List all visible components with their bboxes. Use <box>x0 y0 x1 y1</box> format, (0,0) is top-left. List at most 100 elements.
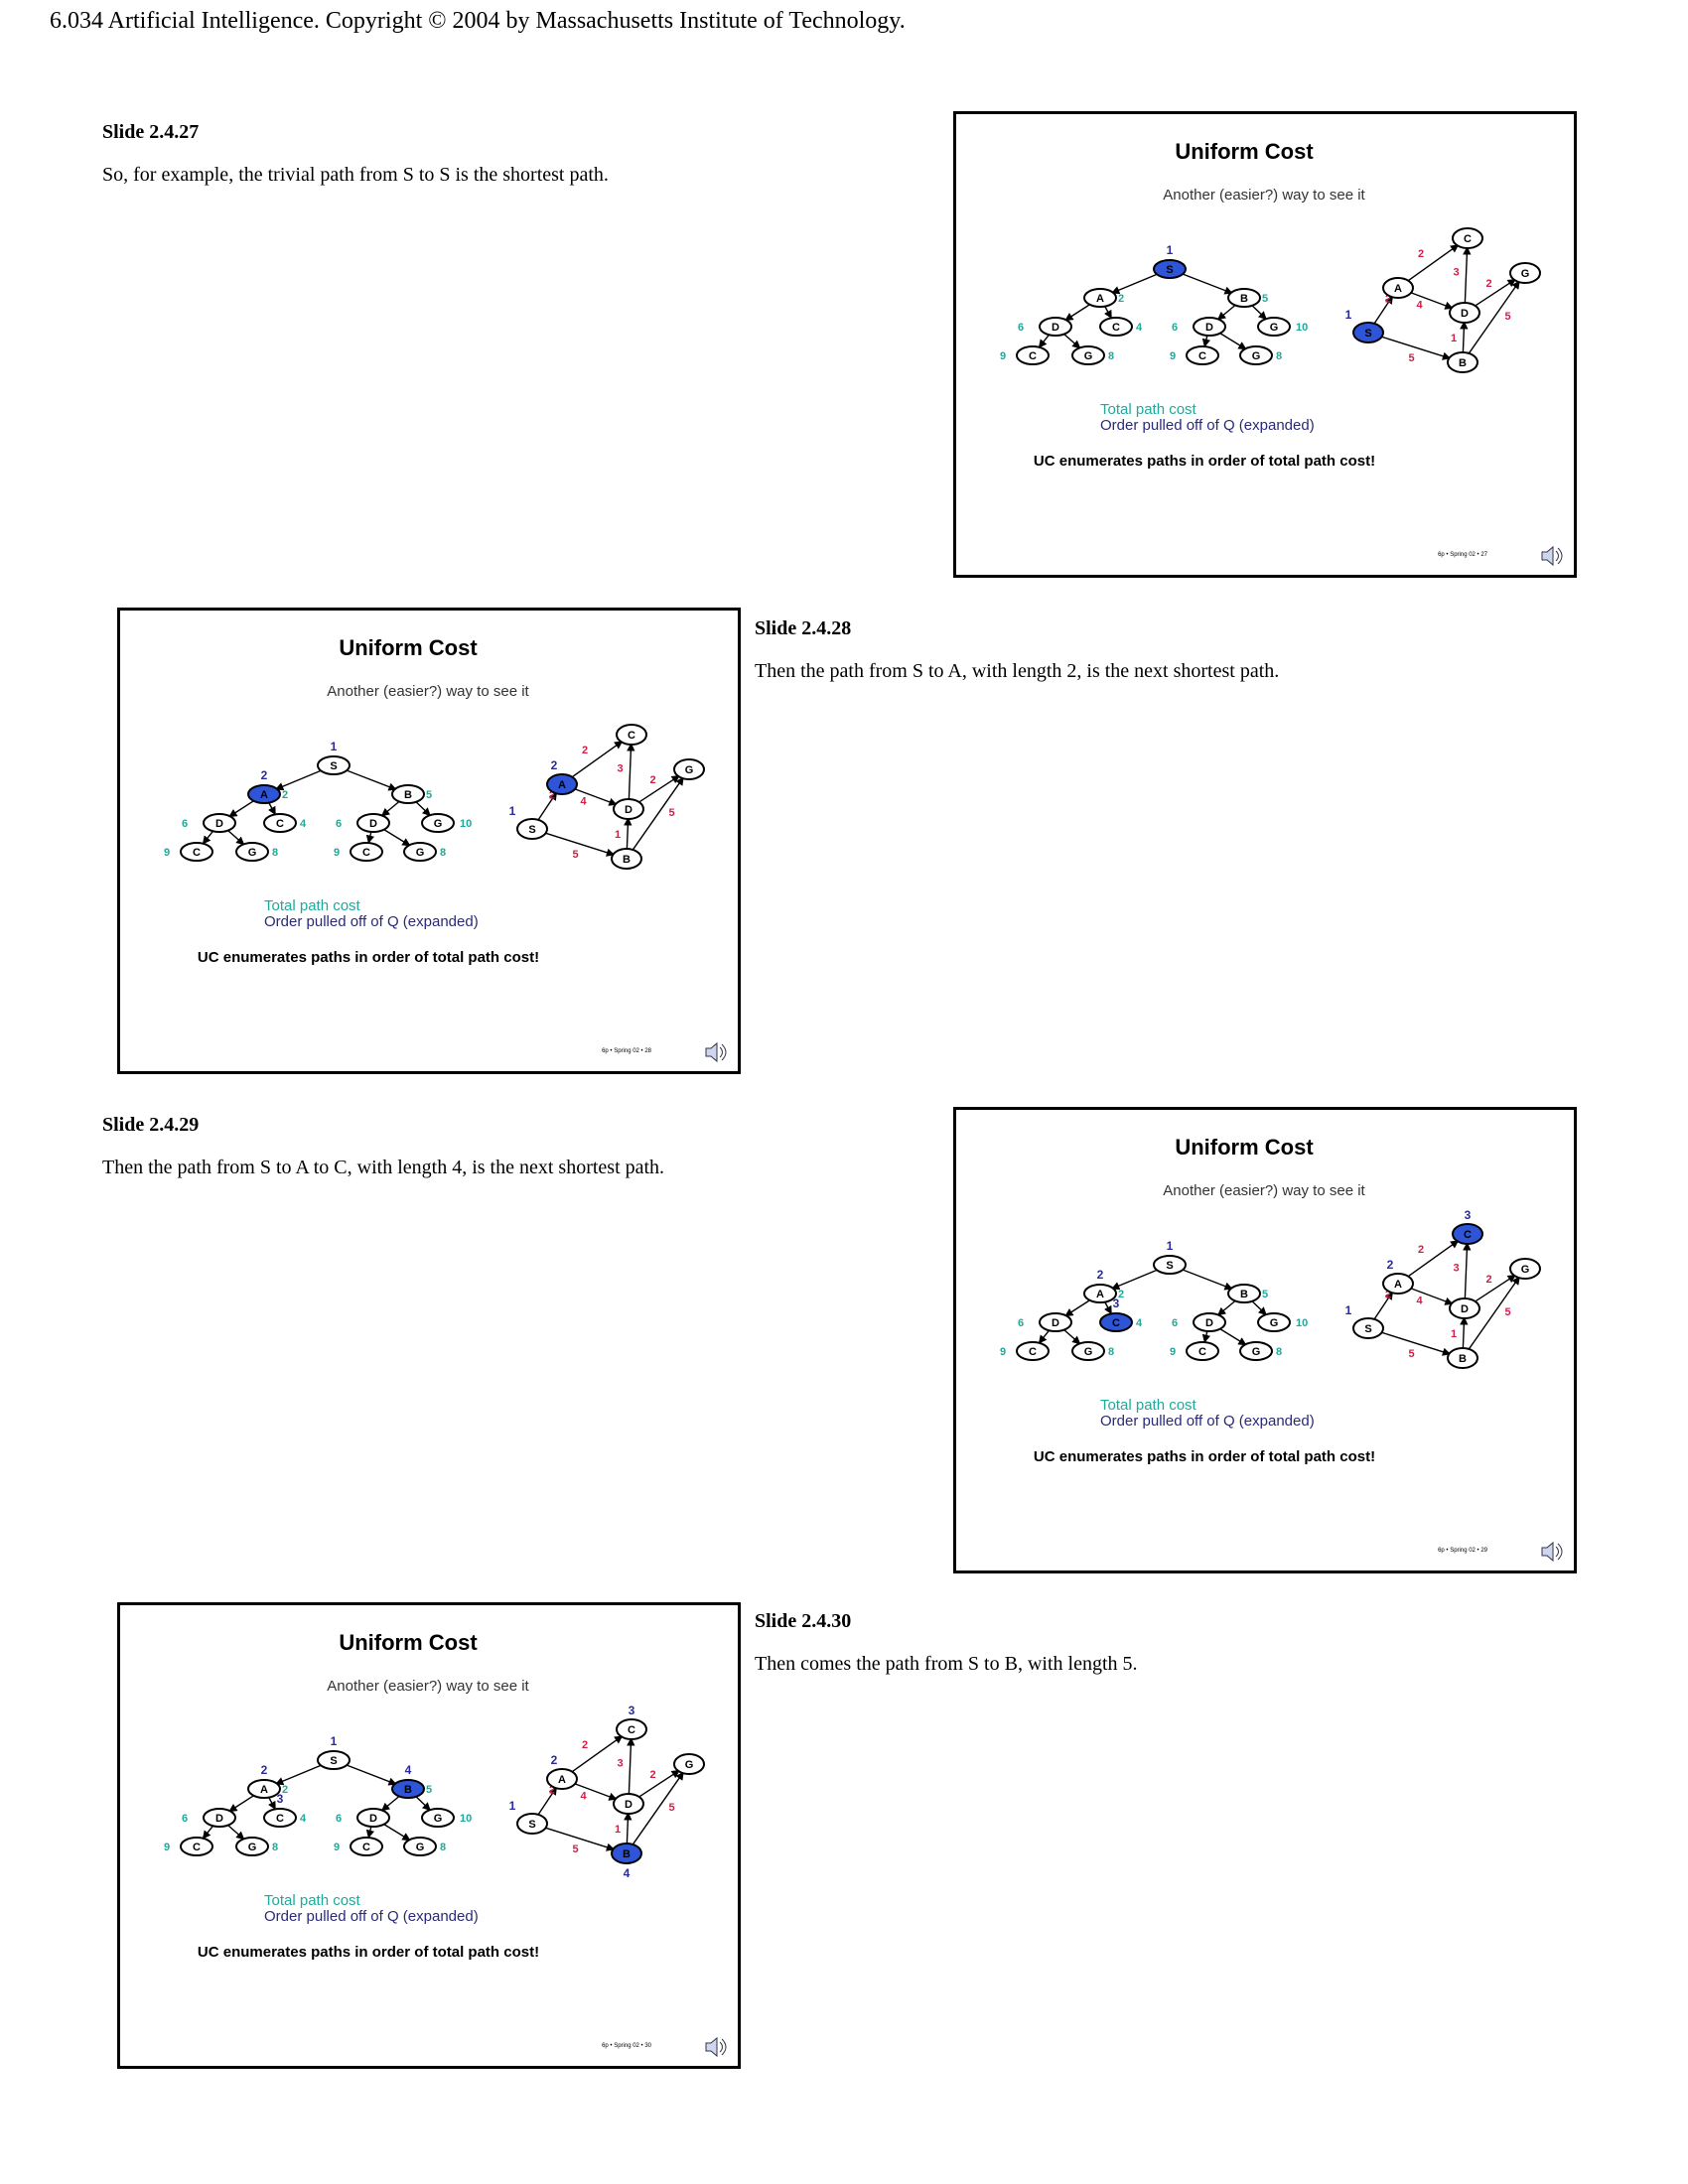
speaker-icon[interactable] <box>705 1041 727 1063</box>
graph-node <box>516 818 548 840</box>
graph-node <box>613 798 644 820</box>
graph-edge <box>570 1735 624 1773</box>
page-header: 6.034 Artificial Intelligence. Copyright… <box>50 8 906 34</box>
tree-edge <box>1251 1299 1267 1316</box>
tree-node-label: C <box>362 847 370 859</box>
tree-edge <box>1103 1301 1112 1315</box>
legend-cost: Total path cost <box>264 897 361 914</box>
tree-edge <box>1038 334 1051 348</box>
tree-edge <box>1038 1329 1051 1344</box>
graph-node <box>1449 302 1480 324</box>
graph-node-label: D <box>625 1799 633 1811</box>
speaker-icon[interactable] <box>1541 545 1563 567</box>
slide-note: UC enumerates paths in order of total pa… <box>1034 453 1375 470</box>
tree-node <box>1071 345 1105 365</box>
graph-node-label: S <box>1364 1323 1371 1335</box>
tree-node-label: C <box>362 1842 370 1853</box>
tree-node <box>350 1837 383 1856</box>
graph-edge <box>1468 1276 1520 1351</box>
tree-node-label: C <box>1029 1346 1037 1358</box>
tree-node <box>421 813 455 833</box>
slide-footer: 6p • Spring 02 • 29 <box>1438 1548 1488 1554</box>
graph-node <box>1352 1317 1384 1339</box>
slide-subtitle: Another (easier?) way to see it <box>327 683 529 700</box>
tree-edge <box>1103 306 1112 320</box>
tree-node <box>1039 317 1072 337</box>
tree-node <box>1071 1341 1105 1361</box>
graph-node-label: C <box>1464 1229 1472 1241</box>
speaker-icon[interactable] <box>705 2036 727 2058</box>
speaker-icon[interactable] <box>1541 1541 1563 1563</box>
tree-node-cost: 8 <box>440 847 446 859</box>
slide-footer: 6p • Spring 02 • 30 <box>602 2043 652 2049</box>
graph-edge-weight: 3 <box>1453 1263 1459 1275</box>
tree-node-cost: 6 <box>336 818 342 830</box>
graph-edge-weight: 2 <box>549 1785 555 1797</box>
tree-node-label: C <box>1029 350 1037 362</box>
slide-title: Uniform Cost <box>1175 1135 1314 1160</box>
tree-node-label: A <box>260 789 268 801</box>
slide-27-text-block: Slide 2.4.27 So, for example, the trivia… <box>102 121 609 187</box>
tree-node <box>1227 1284 1261 1303</box>
tree-node-cost: 2 <box>282 789 288 801</box>
graph-node-label: A <box>558 1774 566 1786</box>
tree-edge <box>202 1825 214 1840</box>
graph-edge <box>1380 1331 1452 1356</box>
tree-node-cost: 6 <box>1172 322 1178 334</box>
graph-edge-weight: 2 <box>1485 1274 1491 1286</box>
tree-edge <box>1201 1330 1211 1343</box>
graph-edge <box>627 1737 635 1796</box>
tree-node <box>1239 1341 1273 1361</box>
slide-28-text-block: Slide 2.4.28 Then the path from S to A, … <box>755 617 1279 683</box>
slide-title: Uniform Cost <box>1175 139 1314 164</box>
graph-edge <box>544 1827 616 1851</box>
graph-edge <box>1380 336 1452 360</box>
graph-node-label: S <box>528 824 535 836</box>
tree-node-label: G <box>434 818 443 830</box>
graph-node-order: 2 <box>1387 1258 1394 1272</box>
graph-edge <box>1460 1316 1469 1350</box>
graph-edge-weight: 2 <box>1485 278 1491 290</box>
tree-node-cost: 5 <box>426 1784 432 1796</box>
tree-node-cost: 6 <box>1172 1317 1178 1329</box>
graph-node <box>1449 1297 1480 1319</box>
slide-footer: 6p • Spring 02 • 27 <box>1438 552 1488 558</box>
graph-node <box>1382 1273 1414 1295</box>
graph-edge <box>544 832 616 857</box>
graph-node-label: A <box>558 779 566 791</box>
tree-node <box>317 1750 351 1770</box>
tree-edge <box>382 1823 411 1842</box>
graph-edge <box>637 1769 680 1799</box>
tree-edge <box>1181 272 1233 295</box>
graph-edge-weight: 3 <box>617 763 623 775</box>
tree-node <box>180 842 213 862</box>
tree-node <box>1257 317 1291 337</box>
graph-node-order: 1 <box>509 1799 516 1813</box>
tree-node-label: S <box>330 760 337 772</box>
graph-node-order: 1 <box>509 804 516 818</box>
graph-node <box>1509 1258 1541 1280</box>
tree-node <box>247 1779 281 1799</box>
tree-node-order: 1 <box>1167 243 1174 257</box>
tree-node-label: G <box>1252 1346 1261 1358</box>
graph-node-label: B <box>1459 357 1467 369</box>
graph-edge <box>1409 291 1454 310</box>
tree-node-label: G <box>1270 322 1279 334</box>
tree-node-cost: 2 <box>1118 1289 1124 1300</box>
slide-subtitle: Another (easier?) way to see it <box>327 1678 529 1695</box>
graph-edge-weight: 2 <box>649 1769 655 1781</box>
graph-node <box>673 758 705 780</box>
tree-node-label: B <box>404 1784 412 1796</box>
graph-node-label: G <box>685 1759 694 1771</box>
tree-node-cost: 9 <box>1170 350 1176 362</box>
tree-edge <box>382 828 411 847</box>
tree-node-order: 2 <box>261 768 268 782</box>
tree-node <box>263 813 297 833</box>
slide-note: UC enumerates paths in order of total pa… <box>1034 1448 1375 1465</box>
tree-node <box>1083 288 1117 308</box>
graph-edge <box>1474 278 1516 308</box>
graph-node-label: B <box>1459 1353 1467 1365</box>
tree-edge <box>228 1794 255 1813</box>
tree-node <box>1099 1312 1133 1332</box>
